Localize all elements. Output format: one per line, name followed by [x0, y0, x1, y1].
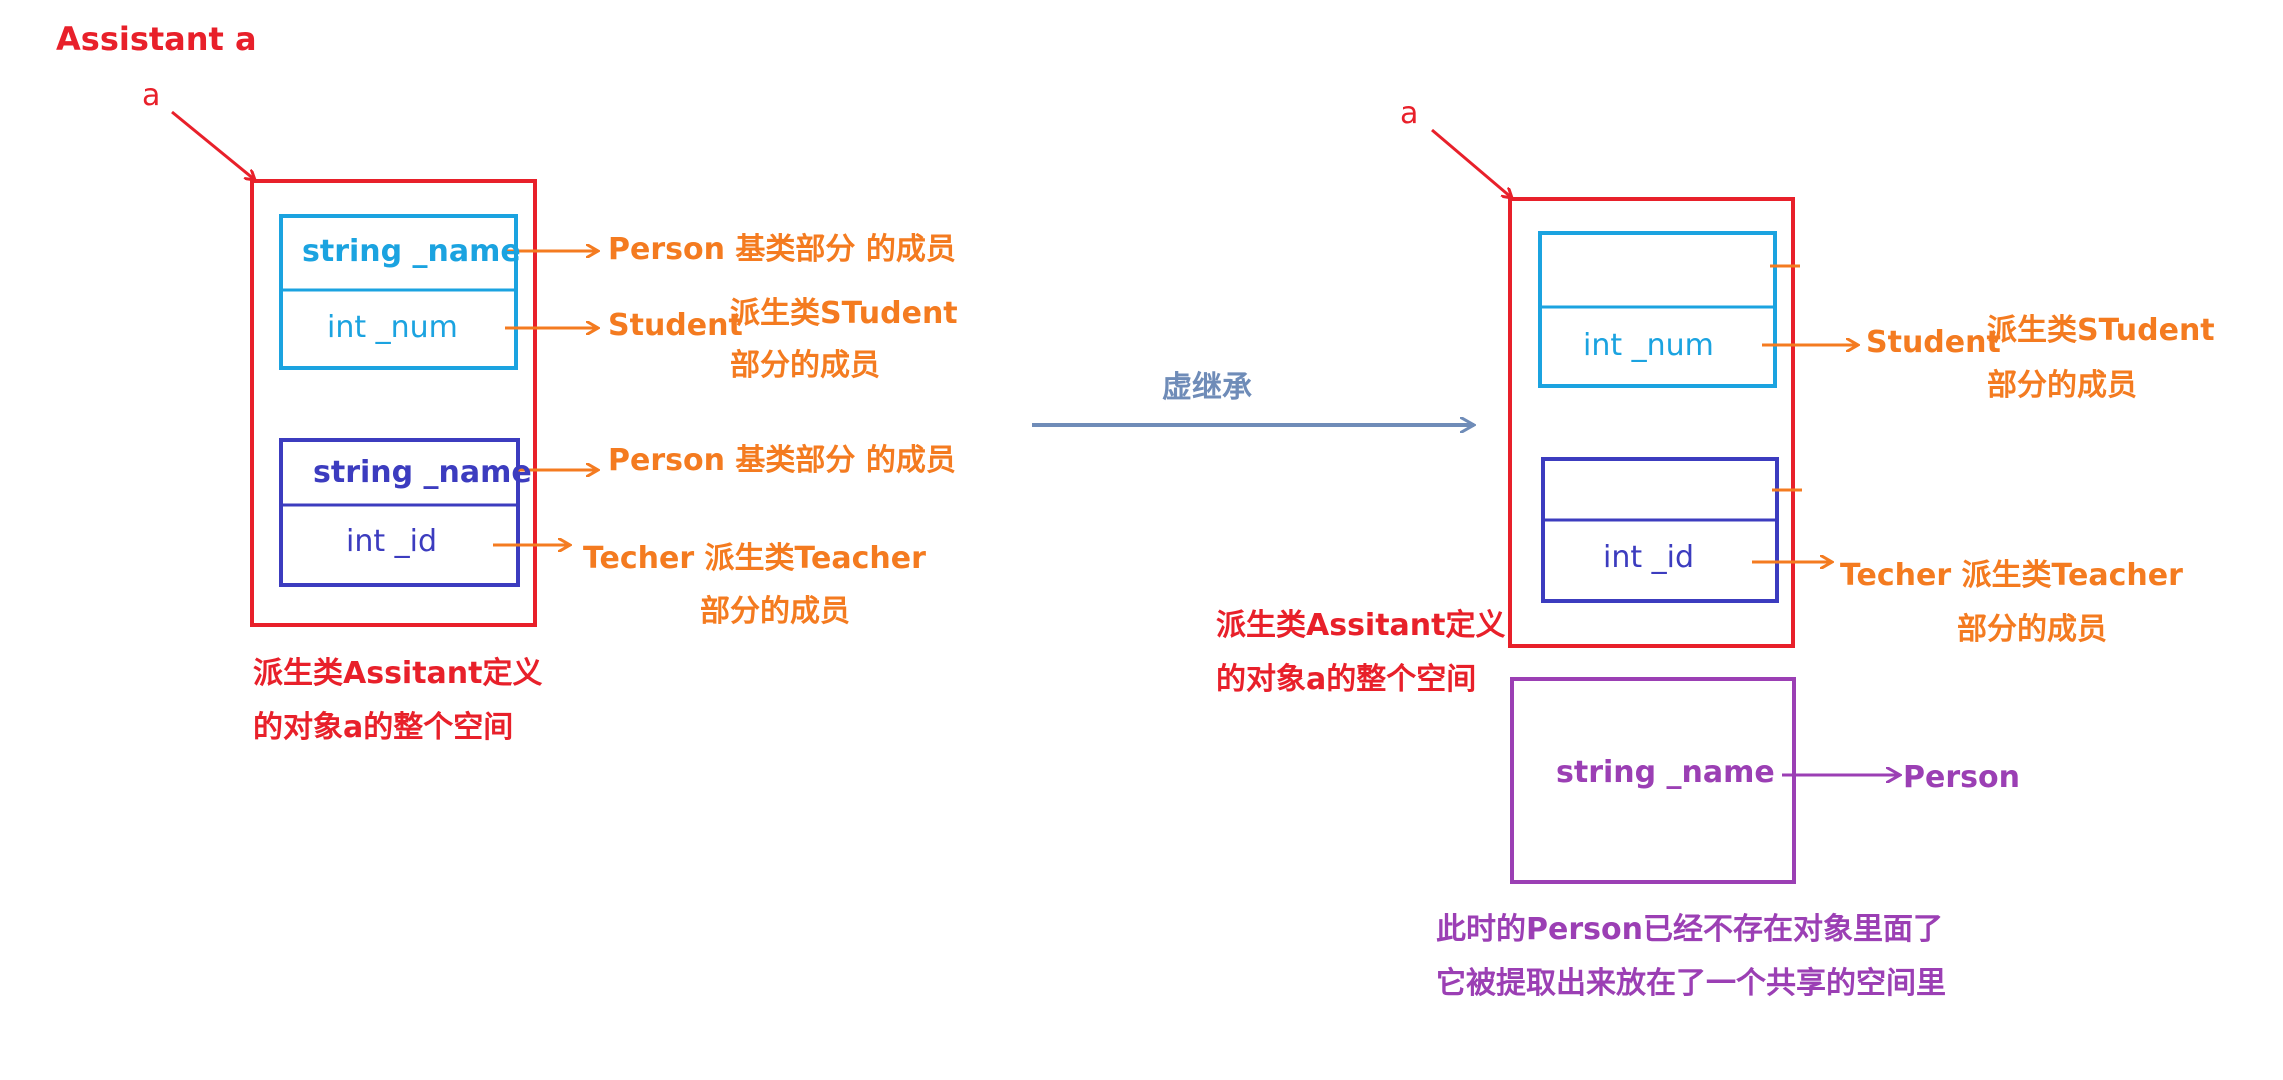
right-object-box [1508, 197, 1795, 648]
left-teacher-label-2: 部分的成员 [700, 594, 850, 629]
right-teacher-id-field: int _id [1603, 540, 1695, 575]
shared-person-box [1510, 677, 1796, 884]
right-pointer-arrow [1431, 128, 1512, 198]
left-student-label-3: 部分的成员 [730, 348, 880, 383]
shared-name-field: string _name [1556, 755, 1775, 790]
right-teacher-box [1541, 457, 1779, 603]
virtual-inheritance-label: 虚继承 [1162, 370, 1252, 405]
right-student-label-3: 部分的成员 [1987, 368, 2137, 403]
left-student-box [279, 214, 518, 370]
right-object-caption-1: 派生类Assitant定义 [1216, 608, 1506, 643]
shared-note-line-1: 此时的Person已经不存在对象里面了 [1436, 912, 1943, 947]
left-student-label-2: 派生类STudent [730, 296, 958, 331]
left-teacher-name-field: string _name [313, 455, 532, 490]
right-student-label-2: 派生类STudent [1987, 313, 2215, 348]
left-teacher-id-field: int _id [346, 524, 438, 559]
left-person-label-2: Person 基类部分 的成员 [608, 443, 956, 478]
left-object-caption-1: 派生类Assitant定义 [253, 656, 543, 691]
right-pointer-label: a [1400, 96, 1419, 131]
left-teacher-box [279, 438, 520, 587]
left-pointer-arrow [171, 110, 255, 180]
right-student-num-field: int _num [1583, 328, 1714, 363]
left-person-label-1: Person 基类部分 的成员 [608, 232, 956, 267]
right-student-box [1538, 231, 1777, 388]
left-student-label-1: Student [608, 308, 743, 343]
right-object-caption-2: 的对象a的整个空间 [1216, 662, 1477, 697]
left-object-caption-2: 的对象a的整个空间 [253, 710, 514, 745]
left-person-name-field: string _name [302, 234, 521, 269]
shared-note-line-2: 它被提取出来放在了一个共享的空间里 [1436, 966, 1946, 1001]
left-teacher-label-1: Techer 派生类Teacher [583, 541, 926, 576]
shared-person-label: Person [1903, 760, 2020, 795]
right-teacher-label-2: 部分的成员 [1957, 612, 2107, 647]
left-pointer-label: a [142, 78, 161, 113]
left-title: Assistant a [56, 20, 257, 58]
right-teacher-label-1: Techer 派生类Teacher [1840, 558, 2183, 593]
left-student-num-field: int _num [327, 310, 458, 345]
right-student-label-1: Student [1866, 325, 2001, 360]
left-object-box [250, 179, 537, 627]
